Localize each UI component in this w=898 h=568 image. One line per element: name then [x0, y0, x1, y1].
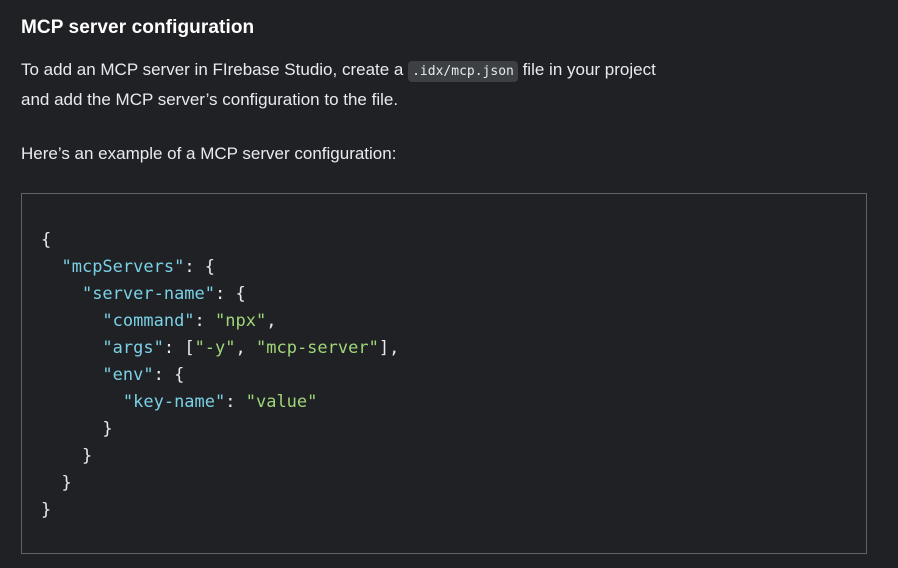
code-line-4: "command": "npx",	[102, 311, 277, 331]
section-heading: MCP server configuration	[21, 17, 255, 38]
example-intro-paragraph: Here’s an example of a MCP server config…	[21, 144, 397, 163]
intro-text-before: To add an MCP server in FIrebase Studio,…	[21, 60, 409, 79]
code-line-8: }	[102, 419, 113, 439]
code-line-2: "mcpServers": {	[61, 257, 216, 277]
code-line-9: }	[81, 446, 93, 466]
intro-paragraph: To add an MCP server in FIrebase Studio,…	[21, 56, 661, 114]
code-line-6: "env": {	[102, 365, 185, 385]
code-line-1: {	[41, 230, 52, 250]
code-block[interactable]	[21, 193, 867, 554]
code-line-11: }	[41, 500, 52, 520]
code-content: { "mcpServers": { "server-name": { "comm…	[41, 227, 399, 524]
code-line-7: "key-name": "value"	[122, 392, 318, 412]
inline-code-filename: .idx/mcp.json	[408, 61, 518, 82]
intro-text-after: file in your project and add the MCP ser…	[21, 60, 656, 109]
code-line-5: "args": ["-y", "mcp-server"],	[102, 338, 400, 358]
code-line-10: }	[61, 473, 72, 493]
code-line-3: "server-name": {	[81, 284, 246, 304]
